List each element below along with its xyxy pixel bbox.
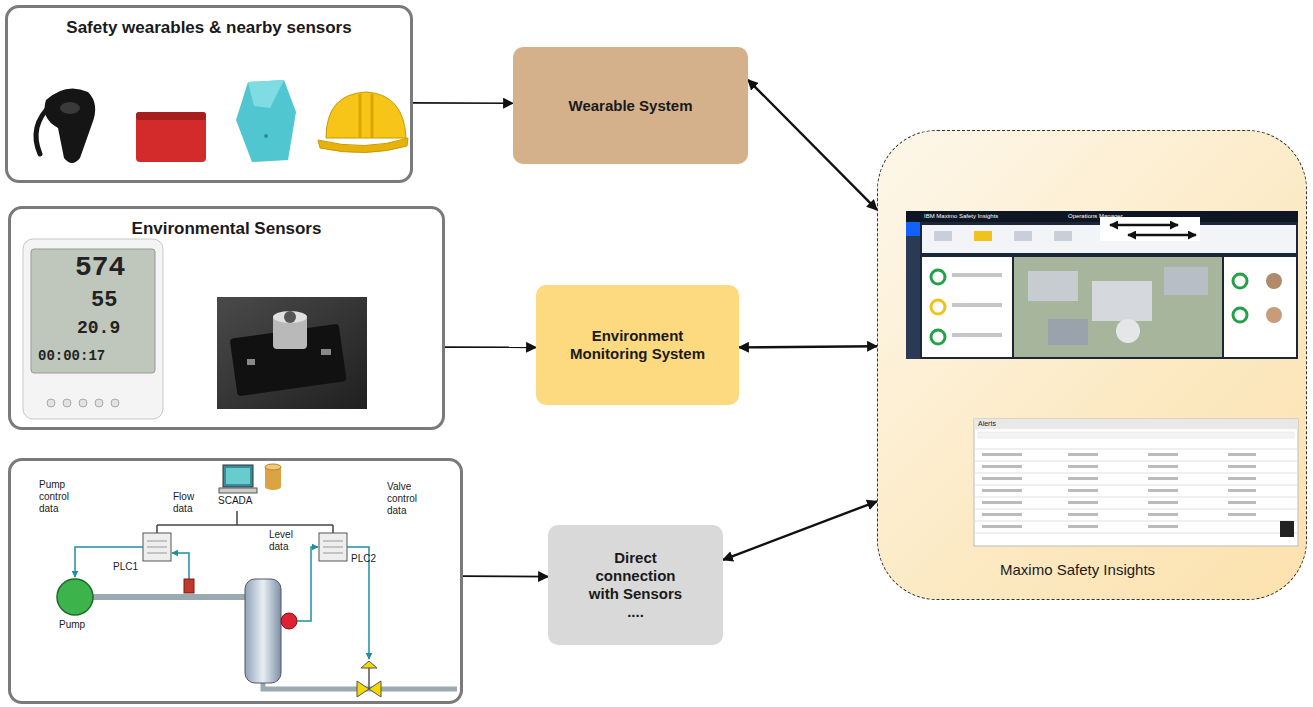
part-label: PLC1 <box>113 561 138 573</box>
display-reading: 574 <box>75 253 125 284</box>
part-label: Maximo Safety Insights <box>1000 561 1155 579</box>
display-reading: 00:00:17 <box>38 349 105 364</box>
part-label: Pump control data <box>39 479 87 515</box>
part-label: PLC2 <box>351 553 376 565</box>
screen-text: IBM Maximo Safety Insights <box>924 213 998 220</box>
part-label: SCADA <box>218 495 252 507</box>
data-flow-arrow <box>723 501 877 560</box>
system-box: Environment Monitoring System <box>536 285 739 405</box>
data-flow-arrow <box>413 102 513 104</box>
sensor-illustration <box>11 209 442 427</box>
data-flow-arrow <box>739 346 877 347</box>
display-reading: 55 <box>91 289 117 313</box>
part-label: Flow data <box>173 491 205 515</box>
display-reading: 20.9 <box>77 319 120 339</box>
dashboard-screenshots <box>878 131 1305 598</box>
group-heading: Safety wearables & nearby sensors <box>44 18 374 38</box>
device-group: Safety wearables & nearby sensors <box>5 5 413 183</box>
device-group: SCADA Pump control data Flow dataPLC1 Level… <box>8 458 463 704</box>
part-label: Pump <box>59 619 85 631</box>
platform-region: Maximo Safety Insights IBM Maximo Safety … <box>877 130 1307 600</box>
part-label: Valve control data <box>387 481 437 517</box>
part-label: Level data <box>269 529 303 553</box>
screen-text: Alerts <box>978 420 996 428</box>
device-group: Environmental Sensors 574 55 20.9 00:00:17 <box>8 206 445 430</box>
box-label: Wearable System <box>569 97 693 115</box>
data-flow-arrow <box>445 346 536 348</box>
box-label: Environment Monitoring System <box>563 327 713 363</box>
data-flow-arrow <box>748 80 877 210</box>
system-box: Direct connection with Sensors .... <box>548 525 723 645</box>
box-label: Direct connection with Sensors .... <box>580 549 692 621</box>
group-heading: Environmental Sensors <box>51 219 402 239</box>
system-box: Wearable System <box>513 47 748 164</box>
screen-text: Operations Manager <box>1068 213 1123 220</box>
data-flow-arrow <box>463 575 548 577</box>
